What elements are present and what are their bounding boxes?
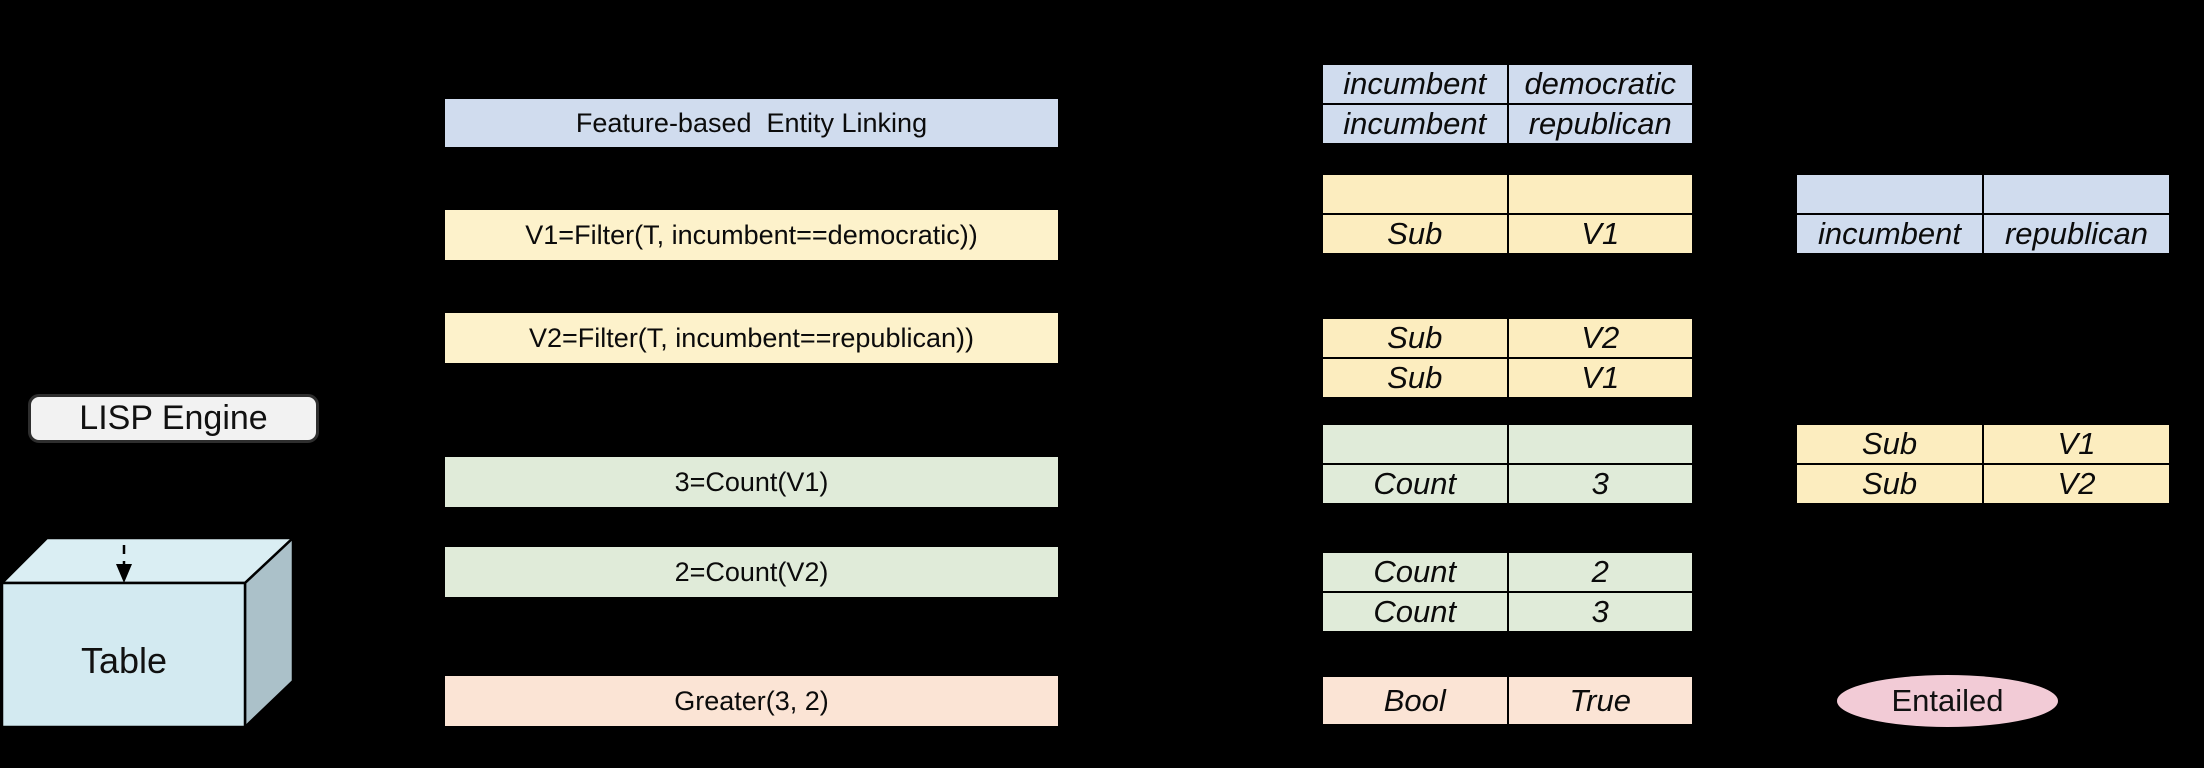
table-row: Count 3: [1321, 591, 1694, 633]
pipeline-box-greater: Greater(3, 2): [445, 676, 1058, 726]
linked-row-table: incumbent republican: [1795, 173, 2171, 255]
pipeline-box-filter-v2: V2=Filter(T, incumbent==republican)): [445, 313, 1058, 363]
pipeline-box-label: 3=Count(V1): [674, 466, 829, 497]
table-row: Sub V1: [1795, 423, 2171, 465]
table-cell: republican: [1982, 213, 2171, 255]
table-cell: 2: [1506, 551, 1694, 593]
table-cell: Sub: [1321, 213, 1509, 255]
table-cell: Bool: [1321, 675, 1509, 726]
table-cell: Sub: [1795, 423, 1984, 465]
table-cell: incumbent: [1795, 213, 1984, 255]
count-3-table: Count 3: [1321, 423, 1694, 505]
table-cell: [1321, 173, 1509, 215]
table-cell: Count: [1321, 591, 1509, 633]
lisp-engine-box: LISP Engine: [28, 394, 319, 443]
sub-v1-table: Sub V1: [1321, 173, 1694, 255]
pipeline-box-label: 2=Count(V2): [674, 556, 829, 587]
pipeline-box-count-v1: 3=Count(V1): [445, 457, 1058, 507]
program-subs-table: Sub V1 Sub V2: [1795, 423, 2171, 505]
count-2-3-table: Count 2 Count 3: [1321, 551, 1694, 633]
table-cell: V2: [1506, 317, 1694, 359]
table-cell: Sub: [1795, 463, 1984, 505]
table-row: incumbent republican: [1321, 103, 1694, 145]
table-cell: Count: [1321, 551, 1509, 593]
linked-entities-table: incumbent democratic incumbent republica…: [1321, 63, 1694, 145]
table-cell: V1: [1506, 357, 1694, 399]
table-row: [1321, 173, 1694, 215]
table-row: Sub V1: [1321, 213, 1694, 255]
table-cell: incumbent: [1321, 63, 1509, 105]
table-cell: Count: [1321, 463, 1509, 505]
table-cell: V2: [1982, 463, 2171, 505]
lisp-engine-label: LISP Engine: [79, 399, 268, 437]
table-row: incumbent democratic: [1321, 63, 1694, 105]
table-row: [1795, 173, 2171, 215]
pipeline-box-label: Greater(3, 2): [674, 685, 829, 716]
table-row: Sub V1: [1321, 357, 1694, 399]
pipeline-box-count-v2: 2=Count(V2): [445, 547, 1058, 597]
table-cell: True: [1506, 675, 1694, 726]
table-cube: Table: [0, 449, 297, 730]
table-row: Count 3: [1321, 463, 1694, 505]
table-row: incumbent republican: [1795, 213, 2171, 255]
table-cell: [1321, 423, 1509, 465]
cube-side-face: [243, 535, 295, 730]
cube-top-face: [0, 536, 297, 585]
table-cell: V1: [1982, 423, 2171, 465]
entailed-label: Entailed: [1891, 683, 2004, 718]
table-row: [1321, 423, 1694, 465]
table-cell: [1506, 173, 1694, 215]
table-cell: [1506, 423, 1694, 465]
table-cell: V1: [1506, 213, 1694, 255]
table-cell: Sub: [1321, 357, 1509, 399]
entailed-ellipse: Entailed: [1837, 675, 2058, 727]
bool-true-table: Bool True: [1321, 675, 1694, 726]
table-row: Bool True: [1321, 675, 1694, 726]
table-cell: 3: [1506, 463, 1694, 505]
table-cell: democratic: [1506, 63, 1694, 105]
arrowhead-icon: [116, 564, 132, 583]
pipeline-box-label: V1=Filter(T, incumbent==democratic)): [525, 219, 978, 250]
pipeline-box-filter-v1: V1=Filter(T, incumbent==democratic)): [445, 210, 1058, 260]
table-cell: [1982, 173, 2171, 215]
table-cell: incumbent: [1321, 103, 1509, 145]
table-cell: [1795, 173, 1984, 215]
table-cell: Sub: [1321, 317, 1509, 359]
table-cell: 3: [1506, 591, 1694, 633]
cube-label: Table: [81, 640, 167, 681]
pipeline-box-label: V2=Filter(T, incumbent==republican)): [529, 322, 974, 353]
table-cell: republican: [1506, 103, 1694, 145]
pipeline-box-entity-linking: Feature-based Entity Linking: [445, 99, 1058, 147]
table-row: Sub V2: [1321, 317, 1694, 359]
table-row: Count 2: [1321, 551, 1694, 593]
table-row: Sub V2: [1795, 463, 2171, 505]
pipeline-box-label: Feature-based Entity Linking: [575, 107, 928, 138]
sub-v2-v1-table: Sub V2 Sub V1: [1321, 317, 1694, 399]
cube-front-face: [0, 581, 247, 729]
